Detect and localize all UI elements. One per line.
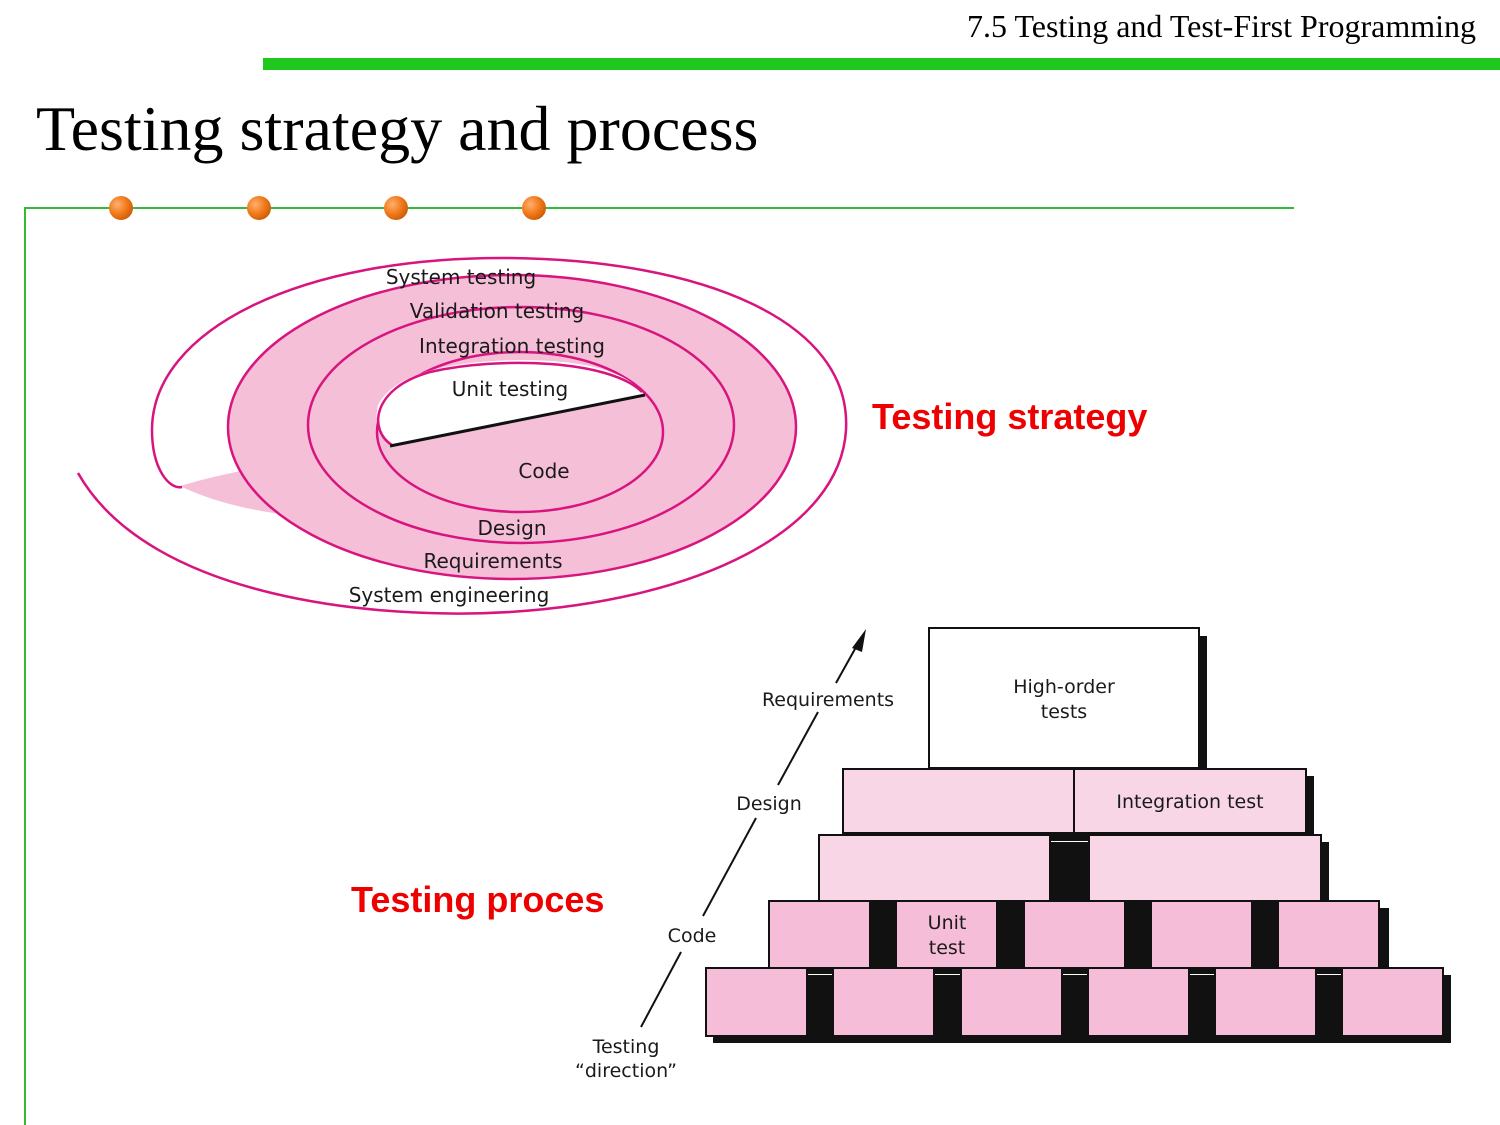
testing-strategy-label: Testing strategy <box>872 396 1148 437</box>
base-block <box>705 967 808 1037</box>
bullet-dot <box>247 196 271 220</box>
base-block <box>1087 967 1190 1037</box>
unit-block <box>1277 900 1380 969</box>
label-system-testing: System testing <box>386 265 536 289</box>
label-code: Code <box>518 459 569 483</box>
unit-test-label-2: test <box>929 937 966 959</box>
testing-strategy-spiral: System testing Validation testing Integr… <box>76 256 848 615</box>
label-requirements: Requirements <box>423 549 562 573</box>
axis-label-testing: Testing <box>592 1036 660 1058</box>
spiral-ring-outer <box>76 256 848 615</box>
testing-process-label: Testing proces <box>351 879 605 920</box>
label-integration-testing: Integration testing <box>419 334 605 358</box>
axis-label-design: Design <box>736 793 802 815</box>
header-accent-bar <box>263 58 1500 70</box>
label-unit-testing: Unit testing <box>452 377 568 401</box>
base-block <box>1341 967 1444 1037</box>
high-order-label-1: High-order <box>1013 676 1115 698</box>
base-block <box>960 967 1063 1037</box>
integration-block <box>1088 834 1322 902</box>
integration-test-block <box>1073 768 1307 834</box>
testing-process-pyramid <box>705 627 1451 1043</box>
axis-label-requirements: Requirements <box>762 689 894 711</box>
slide-title: Testing strategy and process <box>36 93 759 164</box>
title-rule <box>24 207 1294 209</box>
axis-label-direction: “direction” <box>575 1060 677 1082</box>
high-order-label-2: tests <box>1041 701 1087 723</box>
unit-test-block <box>895 900 998 969</box>
bullet-dot <box>522 196 546 220</box>
section-title: 7.5 Testing and Test-First Programming <box>967 8 1476 44</box>
unit-block <box>1023 900 1126 969</box>
arrow-head-icon <box>852 629 866 652</box>
unit-block <box>1150 900 1253 969</box>
bullet-dot <box>384 196 408 220</box>
integration-block <box>818 834 1051 902</box>
spiral-ring-2 <box>226 273 798 581</box>
unit-test-label-1: Unit <box>928 912 967 934</box>
axis-label-code: Code <box>668 925 717 947</box>
bullet-dot <box>109 196 133 220</box>
unit-block <box>768 900 871 969</box>
high-order-tests-block <box>928 627 1200 769</box>
integration-block <box>842 768 1075 834</box>
base-block <box>832 967 935 1037</box>
spiral-radius-line <box>389 393 646 448</box>
left-rule <box>24 207 26 1125</box>
label-design: Design <box>477 516 546 540</box>
label-validation-testing: Validation testing <box>410 299 584 323</box>
base-block <box>1214 967 1317 1037</box>
integration-test-label: Integration test <box>1116 791 1263 813</box>
label-system-engineering: System engineering <box>349 583 550 607</box>
testing-direction-axis: Requirements Design Code Testing “direct… <box>575 629 894 1082</box>
